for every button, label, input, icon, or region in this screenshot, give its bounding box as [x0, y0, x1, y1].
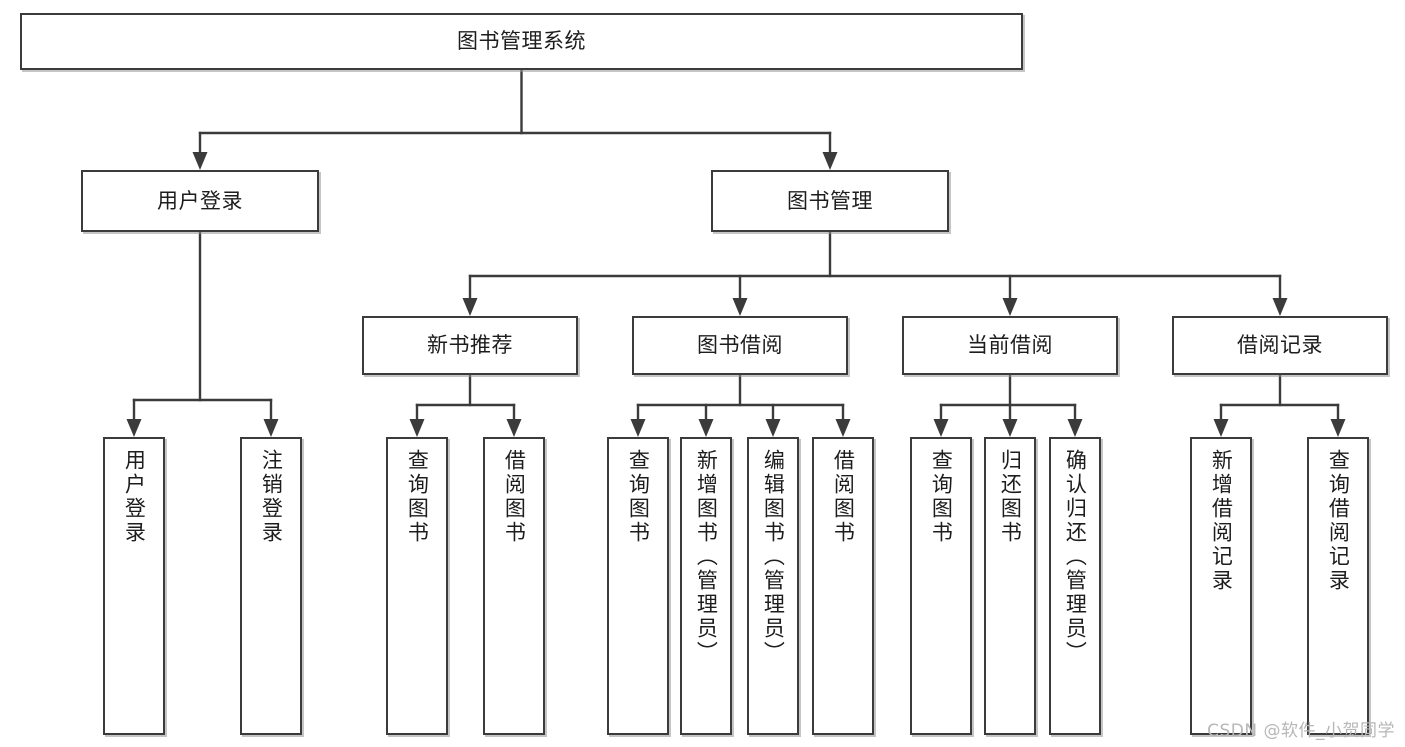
node-label: 当前借阅 — [967, 333, 1053, 358]
node-book-management-system[interactable]: 图书管理系统 — [20, 13, 1023, 70]
leaf-user-logout[interactable]: 注销登录 — [240, 437, 302, 735]
leaf-user-login[interactable]: 用户登录 — [103, 437, 165, 735]
node-label: 新增借阅记录 — [1209, 449, 1234, 593]
node-label: 注销登录 — [259, 449, 284, 545]
leaf-return-book[interactable]: 归还图书 — [984, 437, 1036, 735]
leaf-edit-book-admin[interactable]: 编辑图书（管理员） — [747, 437, 799, 735]
node-label: 图书借阅 — [697, 333, 783, 358]
node-label: 查询图书 — [929, 449, 954, 545]
watermark: CSDN @软件_小贺同学 — [1207, 721, 1395, 741]
leaf-query-books-borrow[interactable]: 查询图书 — [607, 437, 669, 735]
leaf-query-books-new-rec[interactable]: 查询图书 — [386, 437, 448, 735]
node-label: 编辑图书（管理员） — [761, 449, 786, 665]
node-label: 确认归还（管理员） — [1063, 449, 1088, 665]
node-user-login[interactable]: 用户登录 — [81, 170, 319, 232]
leaf-query-books-current[interactable]: 查询图书 — [910, 437, 972, 735]
leaf-query-borrow-record[interactable]: 查询借阅记录 — [1307, 437, 1369, 735]
node-label: 借阅记录 — [1237, 333, 1323, 358]
node-current-borrowing[interactable]: 当前借阅 — [902, 316, 1118, 375]
node-label: 新书推荐 — [427, 333, 513, 358]
node-book-management[interactable]: 图书管理 — [711, 170, 949, 232]
node-label: 归还图书 — [998, 449, 1023, 545]
node-label: 图书管理系统 — [457, 29, 586, 54]
node-label: 新增图书（管理员） — [694, 449, 719, 665]
node-label: 查询图书 — [405, 449, 430, 545]
node-new-book-recommendation[interactable]: 新书推荐 — [362, 316, 578, 375]
node-label: 图书管理 — [787, 188, 873, 213]
node-label: 查询借阅记录 — [1326, 449, 1351, 593]
leaf-borrow-book[interactable]: 借阅图书 — [812, 437, 874, 735]
node-borrowing-record[interactable]: 借阅记录 — [1172, 316, 1388, 375]
node-label: 查询图书 — [626, 449, 651, 545]
node-label: 用户登录 — [157, 188, 243, 213]
leaf-borrow-books-new-rec[interactable]: 借阅图书 — [483, 437, 545, 735]
node-book-borrowing[interactable]: 图书借阅 — [632, 316, 848, 375]
node-label: 用户登录 — [122, 449, 147, 545]
leaf-confirm-return-admin[interactable]: 确认归还（管理员） — [1049, 437, 1101, 735]
leaf-add-book-admin[interactable]: 新增图书（管理员） — [680, 437, 732, 735]
leaf-add-borrow-record[interactable]: 新增借阅记录 — [1190, 437, 1252, 735]
node-label: 借阅图书 — [502, 449, 527, 545]
node-label: 借阅图书 — [831, 449, 856, 545]
